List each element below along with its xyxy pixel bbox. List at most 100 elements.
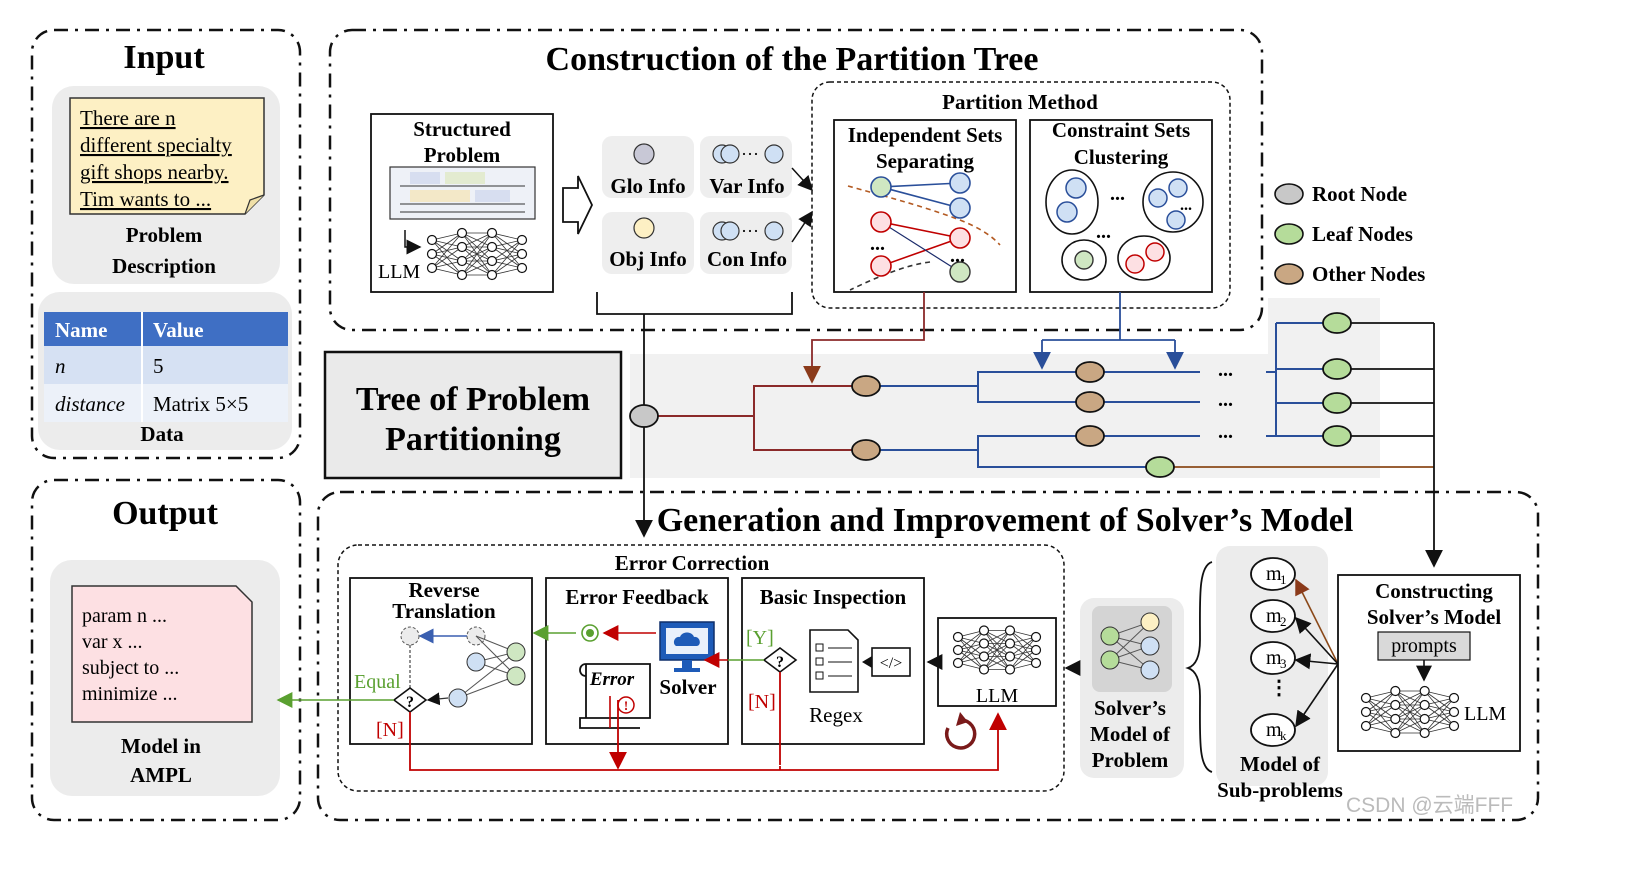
leaf-node (1322, 425, 1352, 447)
constraint-sets-label: Clustering (1074, 145, 1169, 169)
output-caption: AMPL (130, 763, 192, 787)
svg-text:!: ! (624, 698, 628, 713)
ellipsis: ... (1180, 197, 1192, 214)
nn-node (952, 644, 964, 656)
table-header: Value (153, 318, 204, 342)
problem-line: different specialty (80, 133, 232, 157)
svg-text:⋮: ⋮ (1269, 677, 1289, 699)
leaf-node-swatch (1274, 223, 1304, 245)
regex-label: Regex (809, 703, 863, 727)
structured-label: Problem (424, 143, 501, 167)
nn-node (426, 262, 438, 274)
regex-document-icon: </> (809, 629, 911, 693)
nn-node (978, 664, 990, 675)
nn-node (486, 255, 498, 267)
independent-sets-label: Separating (876, 149, 975, 173)
data-caption: Data (140, 422, 184, 446)
error-text: Error (589, 669, 635, 690)
sub-problems-label: Model of (1240, 752, 1321, 776)
generation-title: Generation and Improvement of Solver’s M… (657, 502, 1354, 539)
constraint-sets-label: Constraint Sets (1052, 118, 1190, 142)
nn-node (1390, 699, 1401, 711)
solver-model-graph-icon (1100, 612, 1160, 680)
svg-text:···: ··· (741, 221, 759, 241)
structured-doc-icon (389, 166, 536, 220)
code-line: subject to ... (82, 657, 179, 679)
data-table: Name Value n 5 distance Matrix 5×5 (44, 312, 288, 422)
tree-section: Tree of Problem Partitioning ... ... ... (323, 292, 1443, 568)
nn-node (1030, 644, 1042, 656)
nn-node (1419, 685, 1430, 697)
ellipsis: ... (950, 245, 965, 267)
problem-line: gift shops nearby. (80, 160, 229, 184)
other-node (1075, 361, 1105, 383)
problem-line: Tim wants to ... (80, 187, 211, 211)
nn-node (426, 234, 438, 246)
problem-lines: There are n different specialty gift sho… (80, 106, 232, 211)
var-info-label: Var Info (709, 174, 784, 198)
tree-dots: ... (1218, 359, 1233, 381)
problem-note: There are n different specialty gift sho… (69, 97, 265, 215)
neural-network-icon (952, 625, 1042, 675)
legend: Root Node Leaf Nodes Other Nodes (1274, 182, 1425, 286)
construction-title: Construction of the Partition Tree (546, 41, 1039, 78)
nn-node (978, 625, 990, 636)
equal-label: Equal (354, 671, 401, 693)
independent-sets-label: Independent Sets (848, 123, 1003, 147)
legend-root: Root Node (1312, 182, 1407, 206)
sub-model-index: k (1280, 728, 1287, 743)
tree-title: Partitioning (385, 421, 561, 458)
nn-node (426, 248, 438, 260)
leaf-node (1145, 456, 1175, 478)
nn-node (1004, 625, 1016, 636)
sub-model-node (1250, 713, 1296, 747)
nn-node (1360, 720, 1372, 732)
independent-sets-graph-icon: ... ... (847, 172, 1001, 291)
input-title: Input (123, 39, 205, 76)
neural-network-icon (1360, 685, 1460, 739)
watermark: CSDN @云端FFF (1346, 794, 1513, 817)
generation-panel: Generation and Improvement of Solver’s M… (276, 490, 1540, 822)
other-node (1075, 425, 1105, 447)
solver-model-label: Problem (1092, 748, 1169, 772)
glo-info-label: Glo Info (610, 174, 685, 198)
nn-node (456, 241, 468, 253)
llm-label: LLM (976, 685, 1018, 707)
svg-text:</>: </> (880, 655, 903, 672)
tree-dots: ... (1218, 389, 1233, 411)
nn-node (1419, 727, 1430, 739)
yes-label: [Y] (746, 627, 774, 649)
obj-node-icon (633, 217, 655, 239)
error-scroll-icon: Error ! (579, 663, 651, 729)
decision-mark: ? (406, 694, 414, 711)
partition-method-label: Partition Method (942, 90, 1098, 114)
nn-node (1390, 727, 1401, 739)
output-panel: Output param n ... var x ... subject to … (30, 478, 302, 822)
no-label: [N] (376, 719, 404, 741)
code-line: var x ... (82, 631, 143, 653)
nn-node (486, 227, 498, 239)
obj-info-label: Obj Info (609, 247, 687, 271)
error-feedback-label: Error Feedback (565, 585, 709, 609)
con-info-label: Con Info (707, 247, 787, 271)
var-nodes-icon: ··· (712, 144, 784, 164)
solver-monitor-icon (659, 621, 715, 672)
table-cell: distance (55, 392, 125, 416)
nn-node (1448, 720, 1460, 732)
nn-node (1448, 706, 1460, 718)
basic-inspection-label: Basic Inspection (760, 585, 907, 609)
llm-label: LLM (378, 261, 420, 283)
ellipsis: ... (870, 233, 885, 255)
no-label: [N] (748, 691, 776, 713)
sub-model-index: 1 (1280, 572, 1287, 587)
tree-title: Tree of Problem (356, 381, 590, 418)
neural-network-icon (426, 227, 528, 281)
code-line: minimize ... (82, 683, 178, 705)
nn-node (486, 269, 498, 281)
legend-leaf: Leaf Nodes (1312, 222, 1413, 246)
other-node-swatch (1274, 263, 1304, 285)
sub-model-label: m (1266, 605, 1282, 627)
root-node (629, 404, 659, 428)
structured-label: Structured (413, 117, 511, 141)
